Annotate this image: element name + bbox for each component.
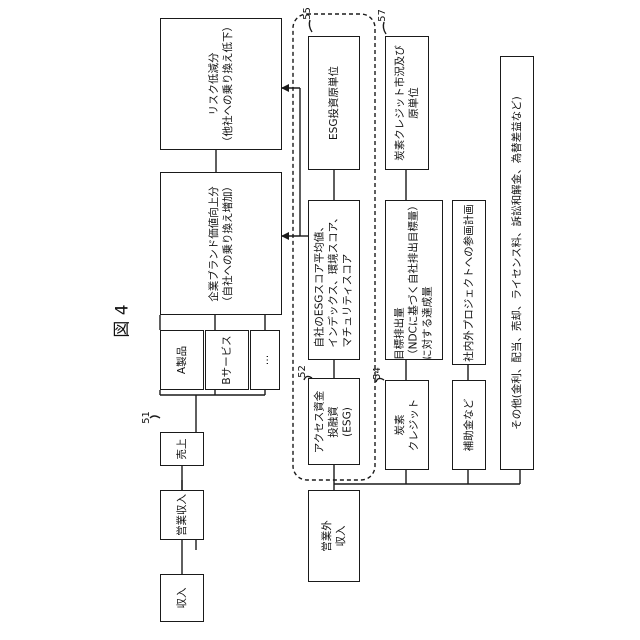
box-other: その他(金利、配当、売却、ライセンス料、訴訟和解金、為替差益など) (500, 56, 534, 470)
ref-55: 55 (302, 7, 313, 20)
box-internal-external-project: 社内外プロジェクトへの参画計画 (452, 200, 486, 365)
box-access-capital: アクセス資金 投融資 (ESG) (308, 378, 360, 465)
box-product-a: A製品 (160, 330, 204, 390)
figure-title: 図 4 (100, 282, 140, 360)
box-carbon-credit: 炭素 クレジット (385, 380, 429, 470)
box-ellipsis: … (250, 330, 280, 390)
box-carbon-price: 炭素クレジット市況及び 原単位 (385, 36, 429, 170)
box-operating-income: 営業収入 (160, 490, 204, 540)
box-non-operating-income: 営業外 収入 (308, 490, 360, 582)
box-risk-reduction: リスク低減分 （他社への乗り換え低下） (160, 18, 282, 150)
ref-57: 57 (377, 9, 388, 22)
box-brand-value: 企業ブランド価値向上分 （自社への乗り換え増加） (160, 172, 282, 315)
ref-52: 52 (297, 365, 308, 378)
box-subsidy: 補助金など (452, 380, 486, 470)
box-service-b: Bサービス (205, 330, 249, 390)
box-target-emissions: 目標排出量 （NDCに基づく自社排出目標量） に対する達成量 (385, 200, 443, 360)
box-esg-score: 自社のESGスコア平均値、 インデックス、環境スコア、 マチュリティスコア (308, 200, 360, 360)
box-income: 収入 (160, 574, 204, 622)
leader-55 (309, 20, 312, 32)
box-sales: 売上 (160, 432, 204, 466)
ref-54: 54 (372, 367, 383, 380)
leader-57 (383, 22, 386, 34)
box-esg-unit: ESG投資原単位 (308, 36, 360, 170)
ref-51: 51 (141, 411, 152, 424)
